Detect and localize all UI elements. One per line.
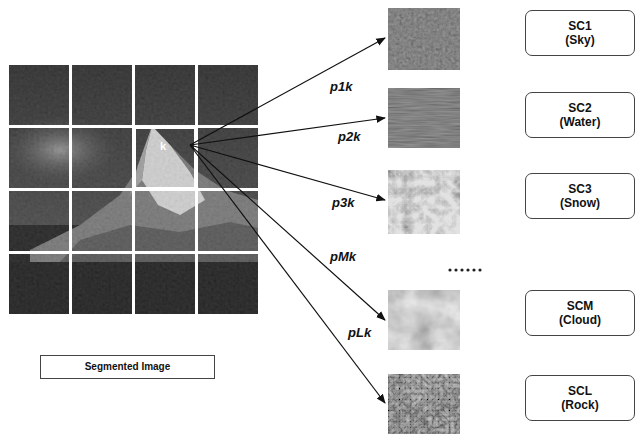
segmented-photo (9, 65, 258, 314)
class-name: SC3 (Snow) (560, 182, 600, 211)
class-name: SC1 (Sky) (565, 19, 594, 48)
probability-arrows (190, 38, 385, 403)
block-k-outline (135, 128, 195, 188)
class-name: SCM (Cloud) (559, 299, 601, 328)
class-box: SC3 (Snow) (525, 173, 635, 219)
texture-sky (388, 8, 460, 70)
class-box: SC2 (Water) (525, 92, 635, 138)
texture-rock (388, 374, 460, 434)
texture-water (388, 88, 460, 148)
class-box: SC1 (Sky) (525, 10, 635, 56)
class-name: SCL (Rock) (561, 384, 598, 413)
class-box: SCM (Cloud) (525, 290, 635, 336)
grid-lines (9, 65, 258, 314)
class-name: SC2 (Water) (560, 101, 601, 130)
ellipsis-dots (448, 268, 481, 271)
class-box: SCL (Rock) (525, 375, 635, 421)
probability-label: pLk (348, 326, 371, 340)
probability-label: p2k (338, 130, 360, 144)
texture-snow (388, 170, 460, 234)
caption-box: Segmented Image (40, 355, 215, 379)
probability-label: pMk (330, 250, 356, 264)
probability-label: p3k (332, 196, 354, 210)
probability-label: p1k (330, 80, 352, 94)
block-index: k (160, 140, 166, 152)
caption-text: Segmented Image (85, 361, 171, 373)
texture-cloud (388, 290, 460, 350)
